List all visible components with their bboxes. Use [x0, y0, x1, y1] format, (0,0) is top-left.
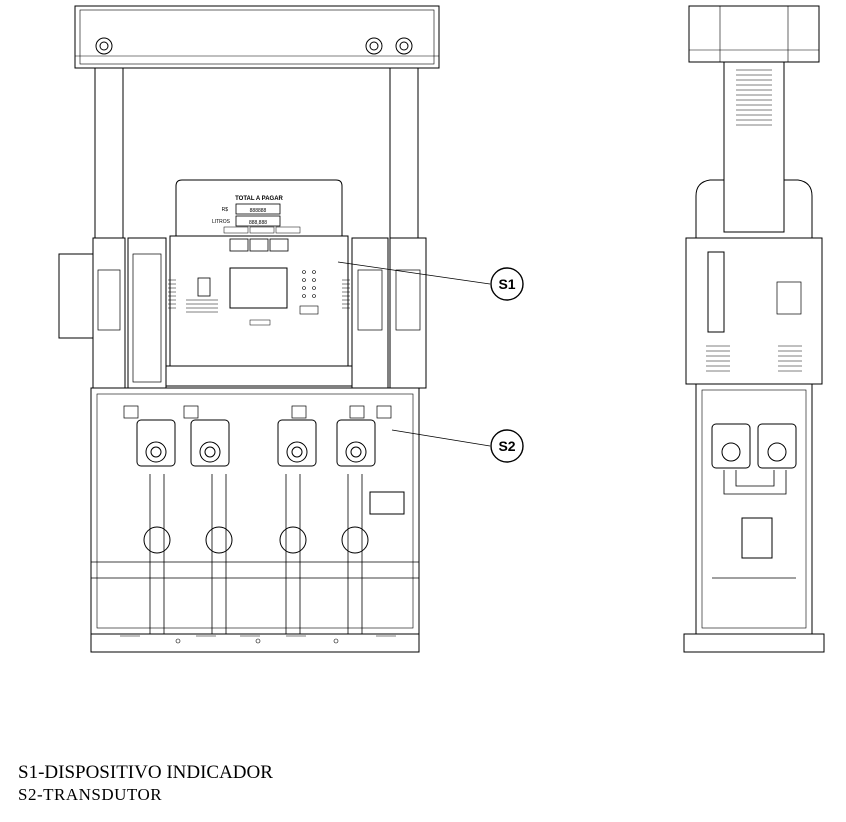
- legend-item-s1: S1-DISPOSITIVO INDICADOR: [18, 762, 273, 783]
- callout-s2-circle: [490, 429, 524, 463]
- digits-total-box: [235, 203, 281, 215]
- liters-label: LITROS: [212, 219, 231, 225]
- canopy-bolt-icon: [95, 37, 413, 55]
- side-filter-box: [741, 517, 773, 559]
- front-view: [58, 5, 524, 653]
- vent-grille: [168, 279, 350, 309]
- side-column: [723, 61, 785, 233]
- side-base: [683, 633, 825, 653]
- side-body: [685, 237, 823, 385]
- left-column: [94, 67, 124, 239]
- meter-unit-icon: [136, 419, 376, 467]
- left-side-holster: [58, 253, 94, 339]
- side-view: [683, 5, 825, 653]
- meter-unit-icon: [711, 423, 797, 469]
- nozzle-boot-left-2: [127, 237, 167, 389]
- callout-s1-circle: [490, 267, 524, 301]
- display-title: TOTAL A PAGAR: [235, 196, 283, 202]
- supply-pipes: [149, 474, 363, 634]
- callout-s1-label: S1: [498, 276, 515, 292]
- nozzle-boot-right-1: [351, 237, 389, 389]
- junction-box: [369, 491, 405, 515]
- legend-item-s2: S2-TRANSDUTOR: [18, 785, 163, 804]
- main-screen: [229, 267, 288, 309]
- digits-liters-box: [235, 215, 281, 227]
- front-canopy: [74, 5, 440, 69]
- side-cabinet: [695, 383, 813, 635]
- keypad-icon: [299, 270, 319, 315]
- vent-grille: [736, 69, 772, 126]
- digits-liters: 888,888: [249, 220, 267, 226]
- side-nozzle-holster: [707, 251, 725, 333]
- digits-total: 888888: [250, 208, 267, 214]
- side-label-plate: [776, 281, 802, 315]
- side-canopy: [688, 5, 820, 63]
- right-column: [389, 67, 419, 239]
- currency-label: R$: [222, 207, 229, 213]
- display-head: [175, 179, 343, 236]
- nozzle-boot-right-2: [389, 237, 427, 389]
- filter-icon: [143, 526, 369, 554]
- cabinet-base: [90, 633, 420, 653]
- display-body: [169, 235, 349, 367]
- legend: S1-DISPOSITIVO INDICADOR S2-TRANSDUTOR: [18, 762, 273, 806]
- callout-s2-label: S2: [498, 438, 515, 454]
